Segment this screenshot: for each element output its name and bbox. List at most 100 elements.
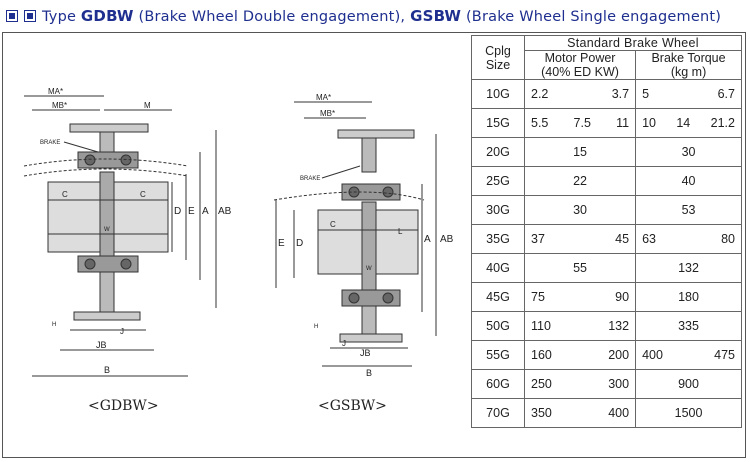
cell-value: 475 [714,348,735,362]
cell-value: 200 [608,348,630,362]
cell-torque-values: 132 [636,261,741,275]
cell-torque-values: 900 [636,377,741,391]
cell-size: 55G [471,340,525,370]
cell-value: 132 [608,319,630,333]
cell-value: 55 [573,261,587,275]
cell-value: 3.7 [611,87,630,101]
cell-power-values: 160 200 [525,348,635,362]
cell-value: 63 [642,232,656,246]
label-h-gsbw: H [314,324,318,330]
cell-value: 45 [615,232,630,246]
size-header-line2: Size [485,57,511,72]
label-jb: JB [96,340,107,350]
cell-torque: 30 [635,137,742,167]
caption-gsbw: <GSBW> [318,398,387,414]
label-j: J [120,327,124,336]
label-j-gsbw: J [342,339,346,348]
cell-size: 15G [471,108,525,138]
cell-size: 20G [471,137,525,167]
label-b: B [104,365,110,375]
cell-value: 5 [642,87,650,101]
cell-value: 160 [531,348,552,362]
caption-gdbw: <GDBW> [88,398,159,414]
label-d: D [174,206,181,217]
coupling-drawings: MA* MB* M BRAKE C C W D E A [23,87,454,378]
cell-size: 30G [471,195,525,225]
cell-torque-values: 53 [636,203,741,217]
page-title: Type GDBW (Brake Wheel Double engagement… [42,7,721,25]
cell-power-values: 30 [525,203,635,217]
cell-torque: 180 [635,282,742,312]
size-header-line1: Cplg [485,43,511,58]
cell-power: 22 [523,166,637,196]
cell-value: 90 [615,290,630,304]
label-e-gsbw: E [278,238,285,249]
cell-power: 30 [523,195,637,225]
cell-size: 40G [471,253,525,283]
cell-power: 75 90 [523,282,637,312]
cell-value: 30 [681,145,696,159]
label-w-gsbw: W [366,266,372,272]
cell-size: 50G [471,311,525,341]
cell-power-values: 75 90 [525,290,635,304]
title-desc-gdbw: (Brake Wheel Double engagement), [138,9,406,25]
cell-value: 11 [616,116,630,130]
label-h: H [52,322,56,328]
torque-header: Brake Torque (kg m) [635,50,742,80]
group-header: Standard Brake Wheel [524,35,742,51]
power-header: Motor Power (40% ED KW) [523,50,637,80]
torque-header-line2: (kg m) [670,65,707,79]
cell-value: 6.7 [717,87,735,101]
size-header: Cplg Size [471,35,525,80]
label-brake: BRAKE [40,140,60,146]
label-d-gsbw: D [296,238,303,249]
cell-power-values: 15 [525,145,635,159]
cell-value: 300 [608,377,630,391]
label-brake-right: BRAKE [300,176,320,182]
cell-value: 15 [573,145,587,159]
cell-value: 75 [531,290,545,304]
label-c: C [62,190,68,199]
title-code-gdbw: GDBW [80,7,134,25]
square-icon [24,10,36,22]
gdbw-drawing: MA* MB* M BRAKE C C W D E A [23,87,232,377]
label-mb: MB* [52,101,67,110]
label-ab-gsbw: AB [440,234,454,245]
cell-torque: 132 [635,253,742,283]
title-desc-gsbw: (Brake Wheel Single engagement) [465,9,722,25]
cell-size: 70G [471,398,525,428]
label-a: A [202,206,209,217]
cell-power: 160 200 [523,340,637,370]
cell-power: 55 [523,253,637,283]
cell-torque-values: 30 [636,145,741,159]
cell-value: 40 [681,174,696,188]
table-row: 50G 110 132 335 [471,311,742,341]
label-mb-right: MB* [320,109,335,118]
cell-torque: 900 [635,369,742,399]
cell-value: 110 [531,319,551,333]
cell-power: 110 132 [523,311,637,341]
cell-value: 335 [678,319,699,333]
title-bar: Type GDBW (Brake Wheel Double engagement… [6,4,750,28]
cell-value: 1500 [674,406,703,420]
cell-value: 400 [608,406,630,420]
cell-torque-values: 40 [636,174,741,188]
